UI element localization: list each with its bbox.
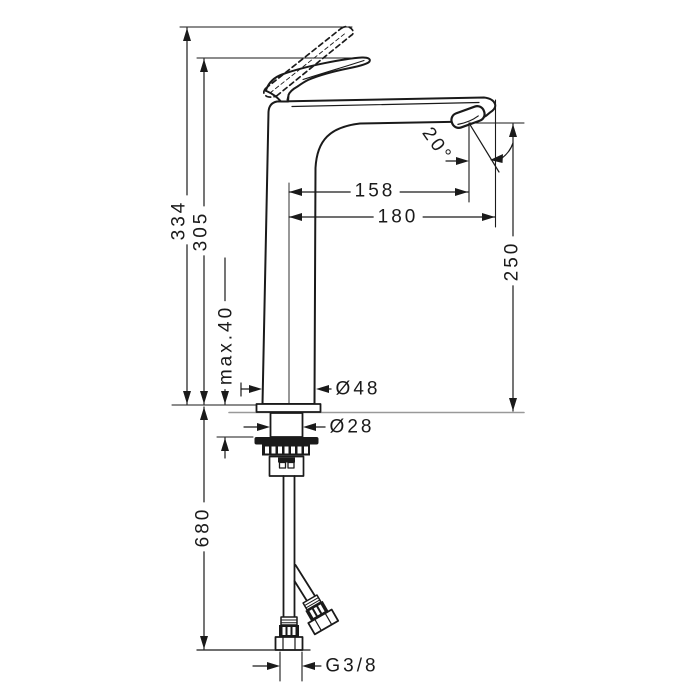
aerator xyxy=(450,105,486,129)
mounting-nut xyxy=(262,444,310,477)
hose-connector-angled xyxy=(302,594,340,636)
extension-lines-spout xyxy=(468,99,497,228)
lever-handle xyxy=(264,56,371,103)
mounting-deck-line xyxy=(171,404,525,414)
label-hose-length: 680 xyxy=(192,502,214,552)
base-flange xyxy=(255,403,322,413)
label-reach-aerator: 158 xyxy=(350,180,400,202)
dimension-shank-diameter-28 xyxy=(243,423,331,431)
spout-top-face-line xyxy=(291,101,480,108)
label-lever-height: 305 xyxy=(190,206,212,256)
label-spout-height: 250 xyxy=(501,236,523,286)
label-shank-diameter: Ø28 xyxy=(325,416,379,438)
dimension-thread-g38 xyxy=(252,651,326,682)
hose-connector-straight xyxy=(274,616,304,651)
label-max-deck-thickness: max.40 xyxy=(215,300,237,390)
faucet-body-outline xyxy=(261,96,497,405)
dimension-aerator-angle-20 xyxy=(445,122,514,173)
label-base-diameter: Ø48 xyxy=(331,378,385,400)
label-reach-total: 180 xyxy=(373,206,423,228)
supply-hose-straight xyxy=(282,475,296,618)
mounting-washer xyxy=(254,437,319,445)
label-connection-thread: G3/8 xyxy=(321,655,383,677)
threaded-shank xyxy=(269,412,304,438)
label-total-height: 334 xyxy=(168,195,190,245)
